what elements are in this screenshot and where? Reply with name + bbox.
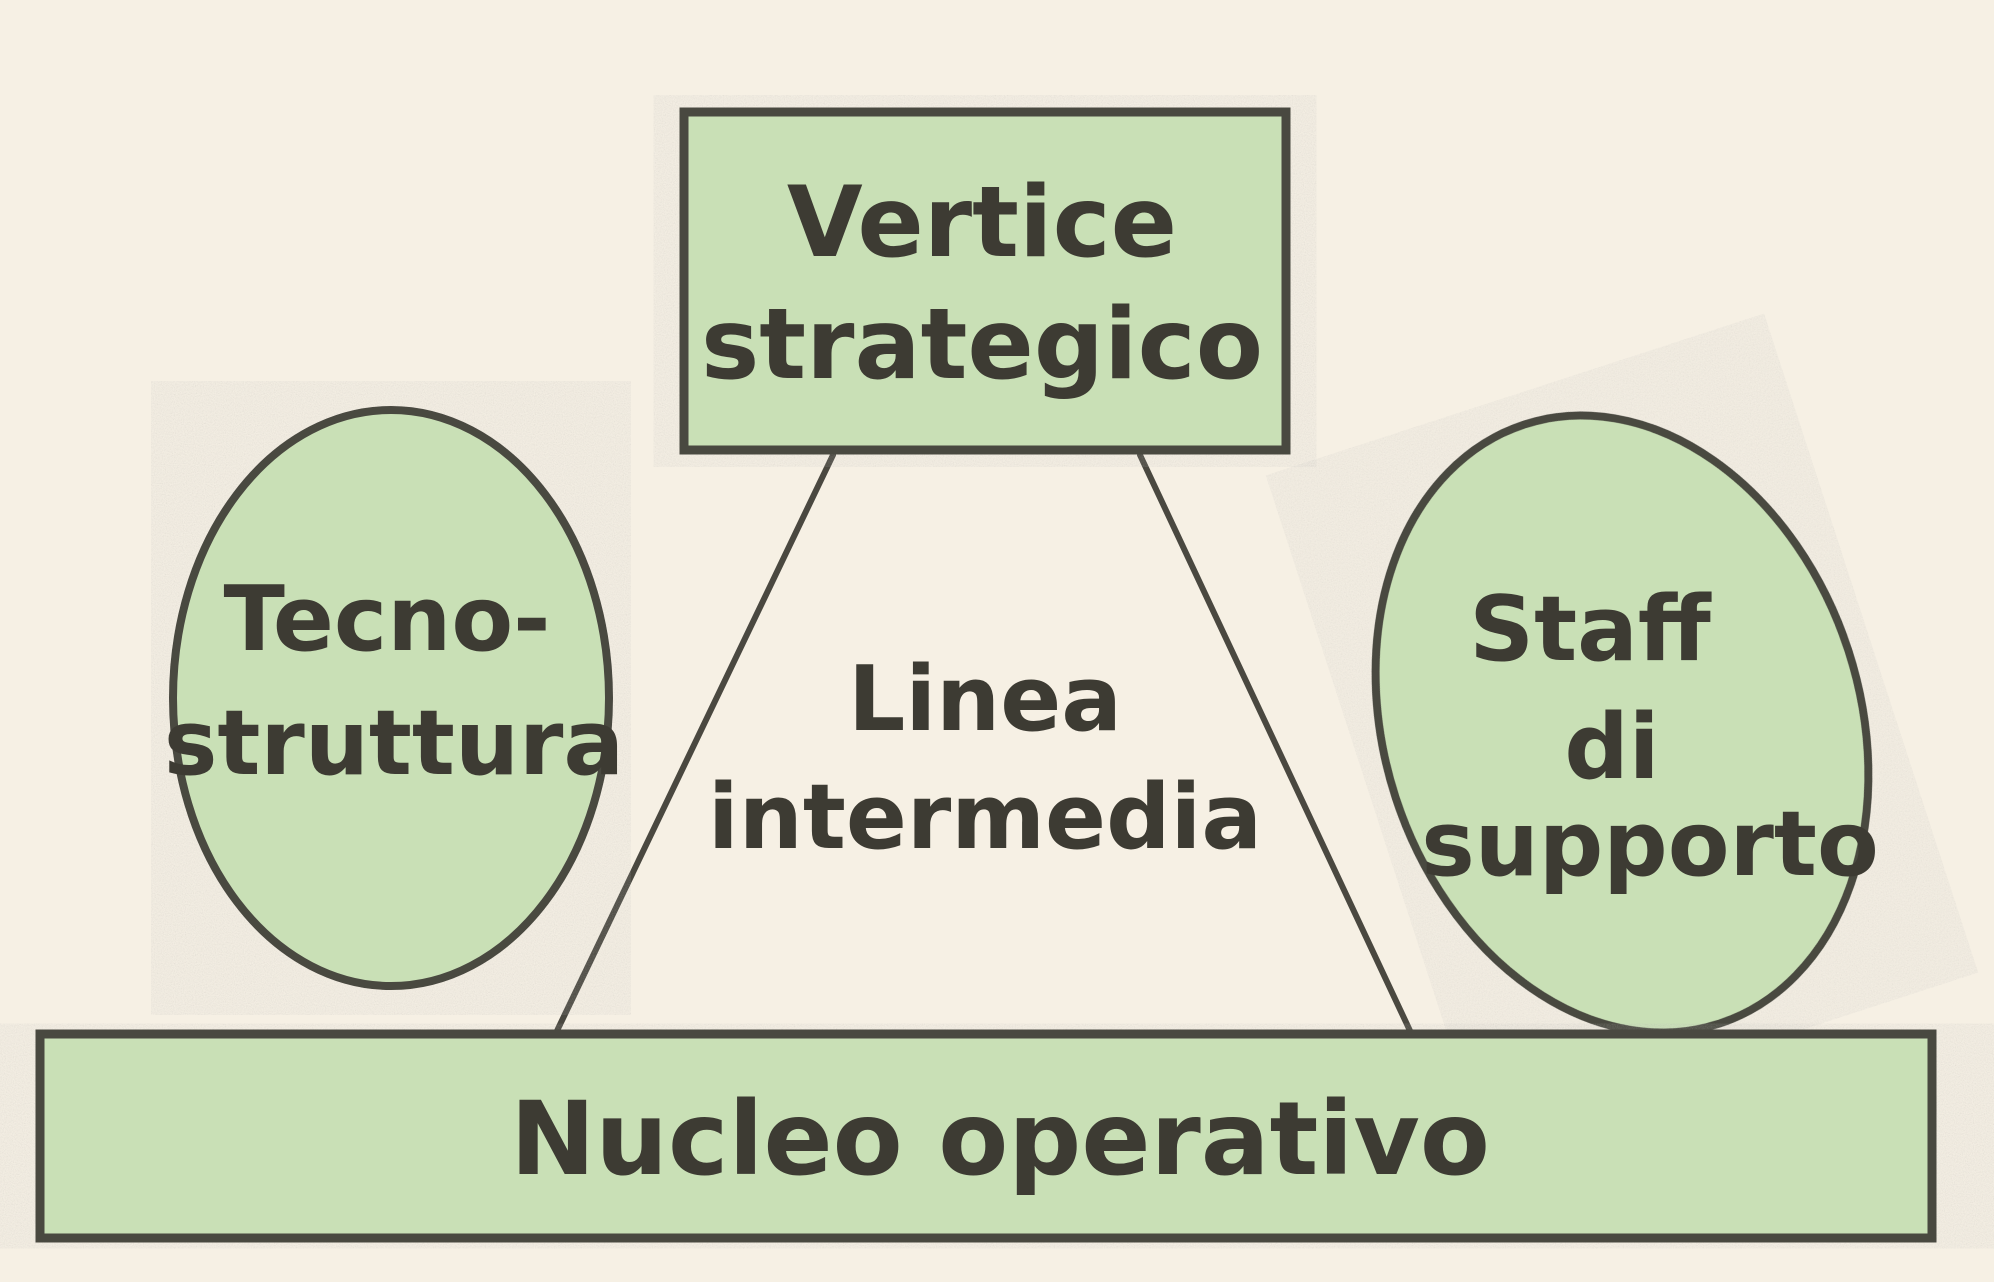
vertice-line2: strategico: [701, 288, 1263, 402]
staff-line3: supporto: [1421, 792, 1879, 897]
linea-line2: intermedia: [708, 765, 1262, 870]
linea-line1: Linea: [848, 647, 1122, 752]
vertice-line1: Vertice: [787, 166, 1177, 280]
tecnostruttura-line2: struttura: [164, 691, 624, 796]
tecnostruttura-line1: Tecno-: [223, 567, 550, 672]
staff-line1: Staff: [1469, 577, 1712, 682]
linea-right-edge: [1137, 452, 1415, 1038]
nucleo-label: Nucleo operativo: [510, 1080, 1490, 1199]
staff-di-supporto-ellipse: [1371, 411, 1873, 1037]
vertice-strategico-box: [679, 107, 1291, 455]
tecnostruttura-ellipse: [169, 406, 613, 990]
linea-left-edge: [552, 452, 836, 1038]
staff-line2: di: [1564, 695, 1659, 800]
nucleo-operativo-box: [35, 1029, 1937, 1243]
